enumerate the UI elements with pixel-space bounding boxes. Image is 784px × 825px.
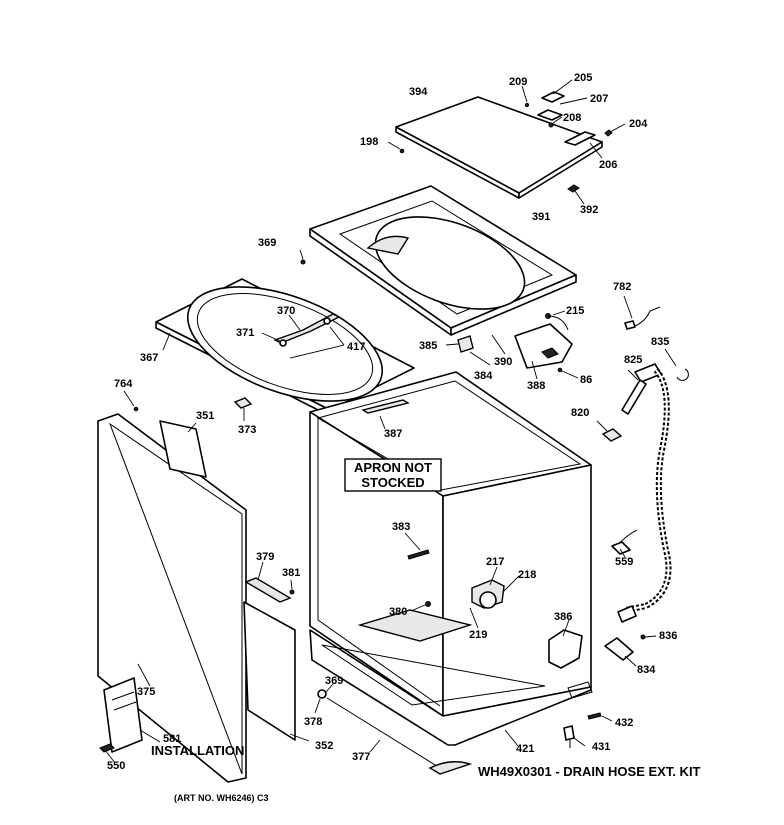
callout-388: 388 (527, 380, 545, 392)
callout-383: 383 (392, 521, 410, 533)
callout-581: 581 (163, 733, 181, 745)
callout-391: 391 (532, 211, 550, 223)
callout-219: 219 (469, 629, 487, 641)
callout-371: 371 (236, 327, 254, 339)
callout-207: 207 (590, 93, 608, 105)
callout-373: 373 (238, 424, 256, 436)
drain-hose-kit-label: WH49X0301 - DRAIN HOSE EXT. KIT (478, 764, 701, 779)
callout-205: 205 (574, 72, 592, 84)
callout-375: 375 (137, 686, 155, 698)
callout-204: 204 (629, 118, 648, 130)
bottom-parts (314, 681, 613, 775)
callout-385: 385 (419, 340, 437, 352)
callout-835: 835 (651, 336, 669, 348)
apron-note-line2: STOCKED (361, 475, 424, 490)
callout-369-top: 369 (258, 237, 276, 249)
art-number-label: (ART NO. WH6246) C3 (174, 793, 269, 803)
lid-hinge-parts (521, 79, 626, 205)
callout-559: 559 (615, 556, 633, 568)
callout-209: 209 (509, 76, 527, 88)
screw-198 (399, 148, 405, 154)
lid-part-394 (395, 96, 603, 199)
callout-206: 206 (599, 159, 617, 171)
installation-instructions-bag-581 (99, 677, 161, 764)
callout-764: 764 (114, 378, 133, 390)
apron-note-line1: APRON NOT (354, 460, 432, 475)
callout-550: 550 (107, 760, 125, 772)
callout-387: 387 (384, 428, 402, 440)
callout-820: 820 (571, 407, 589, 419)
callout-380: 380 (389, 606, 407, 618)
tub-cover-frame-part-367 (155, 249, 415, 417)
top-cover-part-391 (309, 185, 577, 336)
callout-390: 390 (494, 356, 512, 368)
callout-431: 431 (592, 741, 610, 753)
callout-218: 218 (518, 569, 536, 581)
callout-369-bottom: 369 (325, 675, 343, 687)
installation-label: INSTALLATION (151, 743, 244, 758)
callout-208: 208 (563, 112, 581, 124)
callout-367: 367 (140, 352, 158, 364)
cabinet-body (309, 371, 592, 746)
callout-379: 379 (256, 551, 274, 563)
callout-392: 392 (580, 204, 598, 216)
drain-hose-parts (596, 295, 689, 667)
callout-825: 825 (624, 354, 642, 366)
callout-377: 377 (352, 751, 370, 763)
callout-labels: 394 209 205 207 208 204 198 206 392 391 … (107, 72, 677, 772)
callout-421: 421 (516, 743, 534, 755)
callout-198: 198 (360, 136, 378, 148)
lid-switch-parts (445, 310, 579, 380)
callout-394: 394 (409, 86, 428, 98)
apron-note-box: APRON NOT STOCKED (344, 458, 442, 492)
callout-384: 384 (474, 370, 493, 382)
callout-352: 352 (315, 740, 333, 752)
callout-836: 836 (659, 630, 677, 642)
callout-782: 782 (613, 281, 631, 293)
callout-370: 370 (277, 305, 295, 317)
callout-378: 378 (304, 716, 322, 728)
callout-834: 834 (637, 664, 656, 676)
callout-217: 217 (486, 556, 504, 568)
callout-381: 381 (282, 567, 300, 579)
kick-panel-part-352 (243, 561, 310, 742)
callout-432: 432 (615, 717, 633, 729)
callout-215: 215 (566, 305, 584, 317)
callout-351: 351 (196, 410, 214, 422)
callout-86: 86 (580, 374, 592, 386)
callout-417: 417 (347, 341, 365, 353)
callout-386: 386 (554, 611, 572, 623)
